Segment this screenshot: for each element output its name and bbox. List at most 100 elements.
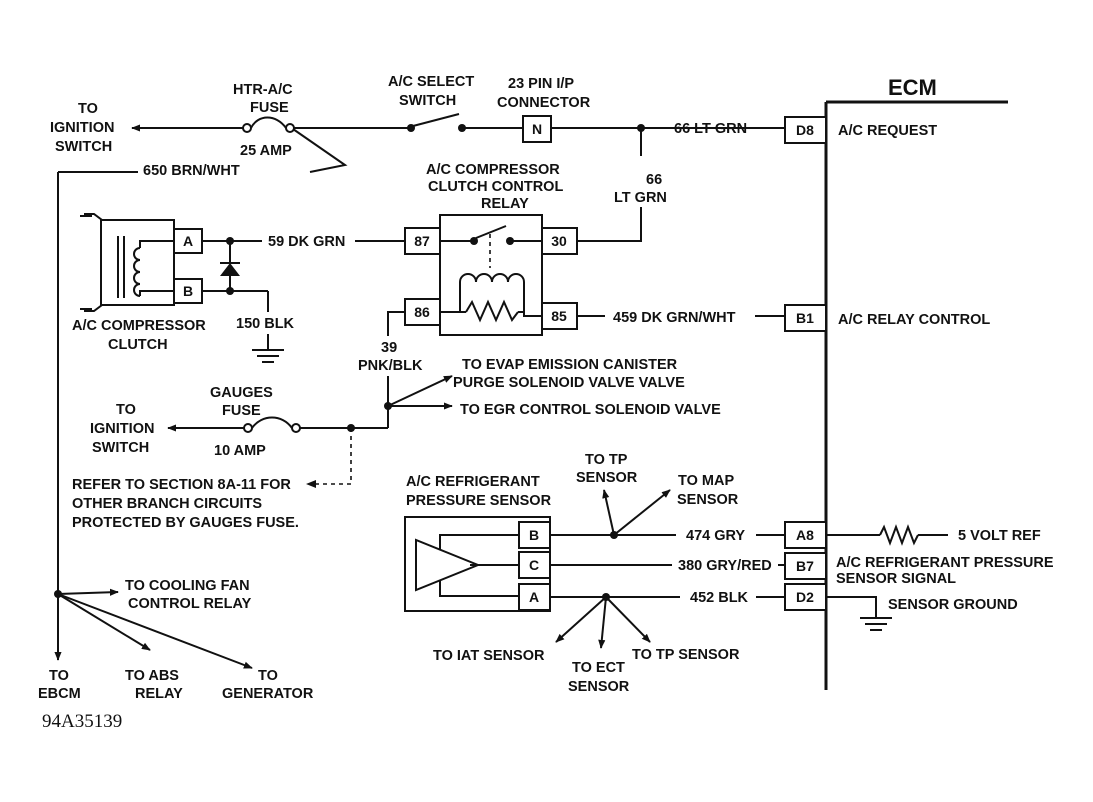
ecm-terminal-5-volt-ref: 5 VOLT REF	[958, 528, 1041, 544]
to-abs-relay-line2: RELAY	[135, 686, 183, 702]
wire-380-label: 380 GRY/RED	[678, 558, 772, 574]
to-ignition-switch-2-line3: SWITCH	[92, 440, 149, 456]
ecm-terminal-pressure-signal-line2: SENSOR SIGNAL	[836, 571, 956, 587]
clutch-pin-b	[173, 278, 203, 304]
gauges-fuse	[243, 416, 301, 433]
gauges-fuse-circuit: TO EVAP EMISSION CANISTER PURGE SOLENOID…	[72, 357, 721, 531]
relay-label-line1: A/C COMPRESSOR	[426, 162, 560, 178]
htr-ac-fuse	[242, 116, 295, 133]
relay-pin-85-label: 85	[551, 308, 567, 324]
ac-select-switch-label-line1: A/C SELECT	[388, 74, 474, 90]
to-ignition-switch-1-line1: TO	[78, 101, 98, 117]
ecm-terminal-sensor-ground: SENSOR GROUND	[888, 597, 1018, 613]
connector-pin-n	[522, 115, 552, 143]
to-ignition-switch-1-line2: IGNITION	[50, 120, 114, 136]
connector-label-line2: CONNECTOR	[497, 95, 591, 111]
to-cooling-fan-line1: TO COOLING FAN	[125, 578, 250, 594]
sensor-pin-c-label: C	[529, 557, 539, 573]
relay-label-line3: RELAY	[481, 196, 529, 212]
wire-150-blk-label: 150 BLK	[236, 316, 295, 332]
ecm-pin-b1-label: B1	[796, 310, 814, 326]
sensor-pin-c	[518, 551, 551, 579]
to-map-sensor-line2: SENSOR	[677, 492, 739, 508]
wire-650-label: 650 BRN/WHT	[143, 163, 240, 179]
to-ect-sensor-line2: SENSOR	[568, 679, 630, 695]
htr-ac-fuse-label-line1: HTR-A/C	[233, 82, 293, 98]
sensor-pin-a-label: A	[529, 589, 539, 605]
refer-note-line3: PROTECTED BY GAUGES FUSE.	[72, 515, 299, 531]
wire-59-label: 59 DK GRN	[268, 234, 345, 250]
wire-39-label-line1: 39	[381, 340, 397, 356]
ecm-pin-d8	[784, 116, 827, 144]
wire-66-label-line2: LT GRN	[614, 190, 667, 206]
to-ebcm-line1: TO	[49, 668, 69, 684]
wire-39-label-line2: PNK/BLK	[358, 358, 423, 374]
wire-459-label: 459 DK GRN/WHT	[613, 310, 736, 326]
to-abs-relay-line1: TO ABS	[125, 668, 179, 684]
to-generator-line2: GENERATOR	[222, 686, 314, 702]
connector-label-line1: 23 PIN I/P	[508, 76, 574, 92]
ac-compressor-clutch-relay: A/C COMPRESSOR CLUTCH CONTROL RELAY 87 3…	[358, 162, 785, 374]
ecm-terminal-ac-relay-control: A/C RELAY CONTROL	[838, 312, 990, 328]
clamping-diode-symbol	[220, 241, 240, 291]
to-tp-sensor-top-line1: TO TP	[585, 452, 628, 468]
ecm-module: ECM D8 A/C REQUEST B1 A/C RELAY CONTROL …	[784, 75, 1054, 690]
wire-452-label: 452 BLK	[690, 590, 749, 606]
htr-ac-fuse-label-line2: FUSE	[250, 100, 289, 116]
gauges-fuse-label-line2: FUSE	[222, 403, 261, 419]
clutch-pin-a-label: A	[183, 233, 193, 249]
to-ebcm-line2: EBCM	[38, 686, 81, 702]
wire-474-label: 474 GRY	[686, 528, 745, 544]
refer-note-line1: REFER TO SECTION 8A-11 FOR	[72, 477, 291, 493]
to-ect-sensor-line1: TO ECT	[572, 660, 625, 676]
sensor-pin-b-label: B	[529, 527, 539, 543]
clutch-pin-a	[173, 228, 203, 254]
brn-wht-feed: TO COOLING FAN CONTROL RELAY TO EBCM TO …	[38, 172, 314, 702]
clutch-label-line2: CLUTCH	[108, 337, 168, 353]
to-ignition-switch-1-line3: SWITCH	[55, 139, 112, 155]
ecm-pin-d2-label: D2	[796, 589, 814, 605]
to-ignition-switch-2-line2: IGNITION	[90, 421, 154, 437]
ecm-pin-d8-label: D8	[796, 122, 814, 138]
connector-pin-n-label: N	[532, 121, 542, 137]
pressure-sensor-label-line2: PRESSURE SENSOR	[406, 493, 552, 509]
relay-label-line2: CLUTCH CONTROL	[428, 179, 563, 195]
to-tp-sensor-bottom: TO TP SENSOR	[632, 647, 740, 663]
ecm-terminal-ac-request: A/C REQUEST	[838, 123, 937, 139]
to-cooling-fan-line2: CONTROL RELAY	[128, 596, 252, 612]
htr-ac-circuit: TO IGNITION SWITCH HTR-A/C FUSE 25 AMP 6…	[50, 74, 785, 242]
wire-66-label-line1: 66	[646, 172, 662, 188]
sensor-ground-symbol	[860, 617, 892, 631]
pressure-sensor-label-line1: A/C REFRIGERANT	[406, 474, 540, 490]
to-generator-line1: TO	[258, 668, 278, 684]
figure-id: 94A35139	[42, 711, 122, 732]
ecm-pin-b7-label: B7	[796, 558, 814, 574]
ecm-title: ECM	[888, 75, 937, 100]
to-evap-line2: PURGE SOLENOID VALVE VALVE	[453, 375, 685, 391]
ac-compressor-clutch: A B A/C COMPRESSOR CLUTCH 59 DK GRN 150 …	[72, 213, 405, 363]
clutch-pin-b-label: B	[183, 283, 193, 299]
htr-ac-fuse-rating: 25 AMP	[240, 143, 292, 159]
to-ignition-switch-2-line1: TO	[116, 402, 136, 418]
ac-select-switch	[407, 113, 466, 132]
ac-select-switch-label-line2: SWITCH	[399, 93, 456, 109]
ac-refrigerant-pressure-sensor: A/C REFRIGERANT PRESSURE SENSOR B C A 47…	[404, 452, 785, 695]
ground-symbol	[252, 349, 284, 363]
relay-pin-86-label: 86	[414, 304, 430, 320]
gauges-fuse-rating: 10 AMP	[214, 443, 266, 459]
ecm-pin-a8-label: A8	[796, 527, 814, 543]
clutch-label-line1: A/C COMPRESSOR	[72, 318, 206, 334]
to-evap-line1: TO EVAP EMISSION CANISTER	[462, 357, 678, 373]
to-egr: TO EGR CONTROL SOLENOID VALVE	[460, 402, 721, 418]
to-map-sensor-line1: TO MAP	[678, 473, 734, 489]
wire-66-lt-grn-label: 66 LT GRN	[674, 121, 747, 137]
gauges-fuse-label-line1: GAUGES	[210, 385, 273, 401]
relay-pin-86	[404, 298, 441, 326]
to-tp-sensor-top-line2: SENSOR	[576, 470, 638, 486]
ecm-pin-b1	[784, 304, 827, 332]
to-iat-sensor: TO IAT SENSOR	[433, 648, 545, 664]
relay-pin-30-label: 30	[551, 233, 567, 249]
ecm-terminal-pressure-signal-line1: A/C REFRIGERANT PRESSURE	[836, 555, 1054, 571]
relay-pin-87	[404, 227, 441, 255]
